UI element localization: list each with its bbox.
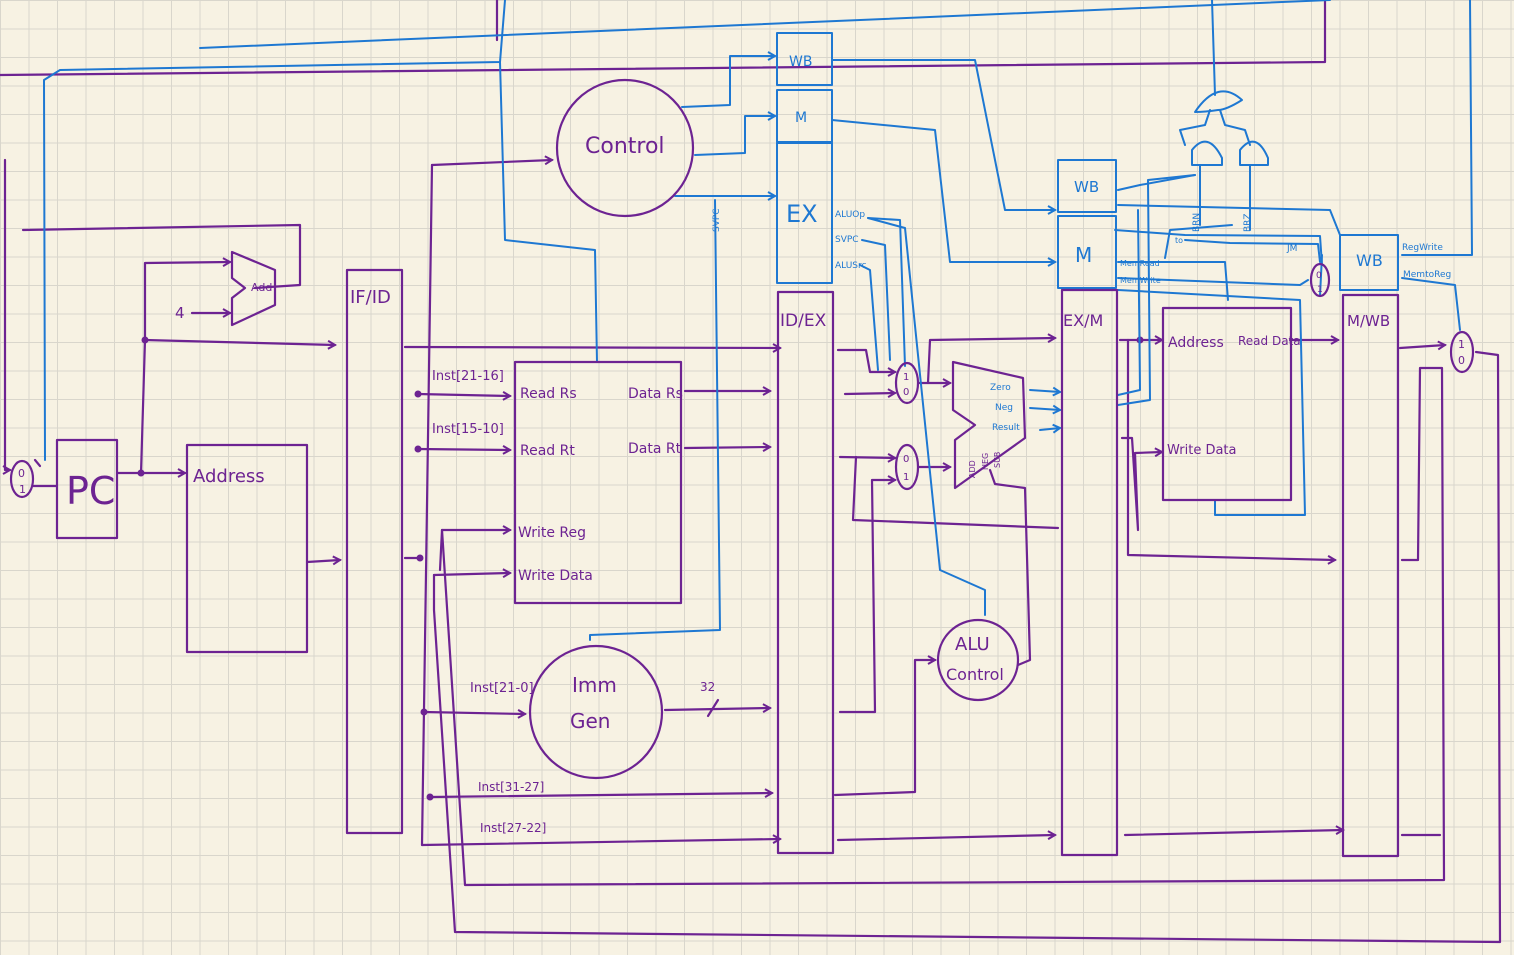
ex-m-label: EX/M bbox=[1063, 311, 1103, 330]
m-wb-label: M/WB bbox=[1347, 312, 1390, 330]
m-wb-wb-field bbox=[1339, 234, 1399, 291]
inst-15-10-label: Inst[15-10] bbox=[432, 422, 504, 437]
ex-m-m-label: M bbox=[1075, 243, 1092, 267]
id-ex-register bbox=[776, 290, 835, 855]
constant-four-label: 4 bbox=[175, 304, 185, 322]
brz-label: BRZ bbox=[1243, 213, 1253, 232]
writeback-mux bbox=[1449, 330, 1475, 374]
control-wires bbox=[43, 0, 1473, 641]
pc-mux-one-label: 1 bbox=[19, 483, 26, 496]
alu-zero-label: Zero bbox=[990, 383, 1011, 393]
inst-21-16-label: Inst[21-16] bbox=[432, 369, 504, 384]
if-id-label: IF/ID bbox=[350, 287, 391, 308]
data-rs-label: Data Rs bbox=[628, 386, 683, 402]
pc-mux: 0 1 bbox=[9, 459, 35, 499]
writeback-mux-one: 1 bbox=[1458, 338, 1465, 351]
memread-label: MemRead bbox=[1120, 259, 1160, 268]
id-ex-wb-label: WB bbox=[789, 54, 812, 70]
ex-m-m-field bbox=[1057, 215, 1117, 289]
data-memory bbox=[1161, 306, 1293, 502]
pc-mux-zero-label: 0 bbox=[18, 467, 25, 480]
control-unit bbox=[555, 78, 695, 218]
mux-a-one: 1 bbox=[903, 372, 909, 383]
branch-mux bbox=[1309, 262, 1331, 298]
alu-result-label: Result bbox=[992, 423, 1020, 433]
branch-mux-one: 1 bbox=[1317, 285, 1323, 295]
if-id-register bbox=[345, 268, 404, 835]
register-file bbox=[513, 360, 683, 605]
alu-input-a-mux bbox=[894, 361, 920, 405]
aluop-label: ALUOp bbox=[835, 210, 865, 220]
write-reg-label: Write Reg bbox=[518, 525, 586, 541]
instruction-memory bbox=[185, 443, 309, 654]
ex-m-wb-field bbox=[1057, 159, 1117, 213]
alu-control-label-1: ALU bbox=[955, 634, 990, 655]
pc-adder bbox=[230, 250, 277, 327]
m-wb-register bbox=[1341, 293, 1400, 858]
alu-sub-label: SUB bbox=[993, 452, 1002, 468]
id-ex-wb-field bbox=[776, 32, 833, 86]
inst-31-27-label: Inst[31-27] bbox=[478, 780, 544, 794]
inst-27-22-label: Inst[27-22] bbox=[480, 821, 546, 835]
m-wb-wb-label: WB bbox=[1356, 251, 1383, 270]
pc-register bbox=[55, 438, 119, 540]
or-gate bbox=[1194, 90, 1243, 113]
alu-control bbox=[936, 618, 1020, 702]
id-ex-m-label: M bbox=[795, 110, 807, 126]
mux-b-zero: 0 bbox=[903, 454, 909, 465]
alu-add-label: ADD bbox=[968, 460, 977, 478]
read-rs-label: Read Rs bbox=[520, 386, 577, 402]
data-memory-write-data-label: Write Data bbox=[1167, 443, 1237, 458]
alu-control-label-2: Control bbox=[946, 665, 1004, 684]
gen-label: Gen bbox=[570, 709, 610, 733]
pc-label: PC bbox=[66, 469, 115, 513]
to-label: to bbox=[1175, 236, 1183, 245]
and-gate-brn bbox=[1191, 140, 1223, 166]
regwrite-label: RegWrite bbox=[1402, 243, 1443, 253]
control-label: Control bbox=[585, 134, 665, 159]
regfile-write-data-label: Write Data bbox=[518, 568, 593, 584]
ex-m-register bbox=[1060, 288, 1119, 857]
id-ex-ex-field bbox=[776, 142, 833, 284]
alu-input-b-mux bbox=[894, 443, 920, 491]
memwrite-label: MemWrite bbox=[1120, 276, 1161, 285]
brn-label: BRN bbox=[1192, 213, 1202, 232]
inst-21-0-label: Inst[21-0] bbox=[470, 681, 534, 696]
alu-neg-label: Neg bbox=[995, 403, 1013, 413]
data-rt-label: Data Rt bbox=[628, 441, 682, 457]
svpc-vertical-label: SVPC bbox=[712, 208, 722, 232]
and-gate-brz bbox=[1239, 140, 1269, 166]
adder-label: Add bbox=[251, 281, 272, 294]
alu-neg-op-label: NEG bbox=[981, 453, 990, 470]
writeback-mux-zero: 0 bbox=[1458, 354, 1465, 367]
id-ex-label: ID/EX bbox=[780, 311, 827, 331]
ex-m-wb-label: WB bbox=[1074, 178, 1099, 196]
branch-mux-zero: 0 bbox=[1316, 271, 1322, 281]
jm-label: JM bbox=[1286, 244, 1297, 254]
imm-width-label: 32 bbox=[700, 680, 715, 694]
id-ex-ex-label: EX bbox=[786, 200, 818, 228]
imm-label: Imm bbox=[572, 673, 617, 697]
mux-b-one: 1 bbox=[903, 472, 909, 483]
instruction-memory-address-label: Address bbox=[193, 466, 265, 487]
alusrc-label: ALUSrc bbox=[835, 261, 867, 271]
imm-gen bbox=[528, 644, 664, 780]
alu bbox=[951, 360, 1027, 490]
memtoreg-label: MemtoReg bbox=[1403, 270, 1451, 280]
data-memory-read-data-label: Read Data bbox=[1238, 334, 1301, 348]
svpc-label: SVPC bbox=[835, 235, 859, 245]
mux-a-zero: 0 bbox=[903, 387, 909, 398]
data-memory-address-label: Address bbox=[1168, 335, 1224, 351]
read-rt-label: Read Rt bbox=[520, 443, 575, 459]
